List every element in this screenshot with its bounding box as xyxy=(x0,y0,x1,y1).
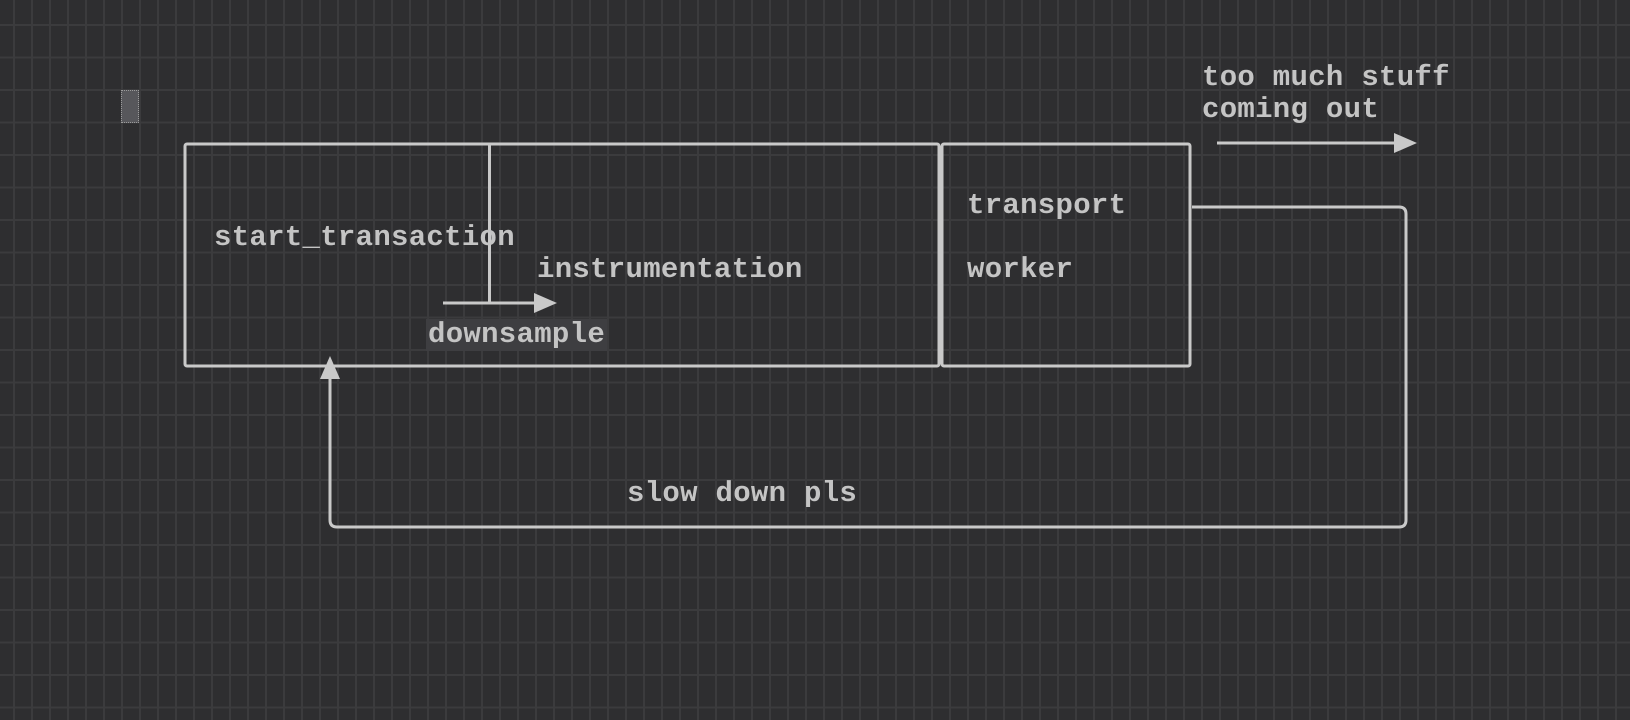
backpressure-label[interactable]: slow down pls xyxy=(627,477,858,510)
worker-label[interactable]: worker xyxy=(967,253,1074,286)
transport-label[interactable]: transport xyxy=(967,189,1127,222)
output-annotation-line1: too much stuff xyxy=(1202,61,1450,94)
pipeline-box[interactable] xyxy=(183,142,941,368)
downsample-label[interactable]: downsample xyxy=(426,318,608,351)
downsample-arrowhead[interactable] xyxy=(534,293,557,313)
grid-cursor-cell xyxy=(121,90,139,123)
feedback-loop-line[interactable] xyxy=(328,205,1408,529)
instrumentation-label[interactable]: instrumentation xyxy=(537,253,803,286)
output-annotation-line2: coming out xyxy=(1202,93,1380,126)
start-transaction-label[interactable]: start_transaction xyxy=(214,221,515,254)
output-annotation[interactable]: too much stuff coming out xyxy=(1202,62,1450,126)
feedback-arrowhead[interactable] xyxy=(320,356,340,379)
output-arrowhead[interactable] xyxy=(1394,133,1417,153)
transport-box[interactable] xyxy=(940,142,1192,368)
